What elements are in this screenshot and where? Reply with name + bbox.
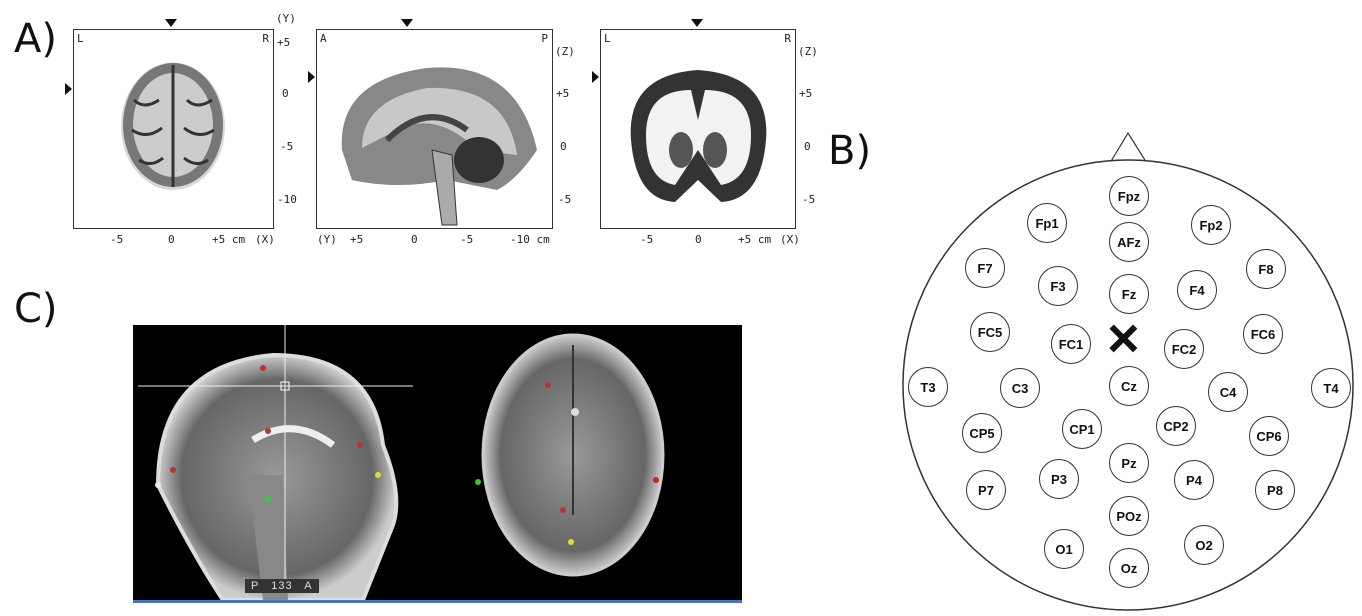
electrode-cp5: CP5 — [962, 413, 1002, 453]
electrode-pz: Pz — [1109, 443, 1149, 483]
axial-view: L R — [73, 29, 274, 229]
sagittal-brain-image — [341, 67, 537, 226]
panel-label-a: A) — [14, 16, 57, 62]
electrode-fc1: FC1 — [1051, 324, 1091, 364]
electrode-c3: C3 — [1000, 368, 1040, 408]
mri-images — [138, 325, 665, 602]
electrode-p7: P7 — [966, 470, 1006, 510]
mri-viewer: P 133 A — [133, 325, 742, 603]
tick-label: +5 — [350, 233, 364, 246]
tick-label: -5 — [802, 193, 816, 206]
tick-label: +5 — [799, 87, 813, 100]
coronal-right-label: R — [784, 32, 791, 45]
electrode-fc6: FC6 — [1243, 314, 1283, 354]
coronal-cursor-left-icon — [592, 71, 599, 83]
electrode-f8: F8 — [1246, 249, 1286, 289]
coronal-view: L R — [600, 29, 796, 229]
coronal-cursor-top-icon — [691, 19, 703, 27]
axis-label: (Z) — [555, 45, 575, 58]
slice-position-label: P 133 A — [245, 579, 319, 593]
tick-label: -10 — [277, 193, 297, 206]
axial-brain-image — [121, 62, 225, 191]
axis-label: (Y) — [276, 12, 296, 25]
tick-label: 0 — [282, 87, 289, 100]
electrode-f7: F7 — [965, 248, 1005, 288]
axial-right-label: R — [262, 32, 269, 45]
electrode-oz: Oz — [1109, 548, 1149, 588]
axial-cursor-left-icon — [65, 83, 72, 95]
electrode-o2: O2 — [1184, 525, 1224, 565]
electrode-p4: P4 — [1174, 460, 1214, 500]
tick-label: 0 — [168, 233, 175, 246]
tick-label: -5 — [558, 193, 572, 206]
tick-label: 0 — [411, 233, 418, 246]
electrode-fpz: Fpz — [1109, 176, 1149, 216]
sagittal-posterior-label: P — [541, 32, 548, 45]
electrode-c4: C4 — [1208, 372, 1248, 412]
axial-left-label: L — [77, 32, 84, 45]
electrode-o1: O1 — [1044, 529, 1084, 569]
axial-cursor-top-icon — [165, 19, 177, 27]
sagittal-cursor-top-icon — [401, 19, 413, 27]
electrode-t4: T4 — [1311, 368, 1351, 408]
panel-label-c: C) — [14, 286, 58, 332]
electrode-f3: F3 — [1038, 266, 1078, 306]
coronal-left-label: L — [604, 32, 611, 45]
electrode-fc2: FC2 — [1164, 329, 1204, 369]
electrode-t3: T3 — [908, 367, 948, 407]
tick-label: -5 — [110, 233, 124, 246]
panel-label-b: B) — [828, 128, 872, 174]
tick-label: +5 — [556, 87, 570, 100]
electrode-fp1: Fp1 — [1027, 203, 1067, 243]
tick-label: +5 cm — [212, 233, 246, 246]
coronal-brain-image — [630, 70, 767, 202]
tick-label: +5 cm — [738, 233, 772, 246]
electrode-cp1: CP1 — [1062, 409, 1102, 449]
electrode-poz: POz — [1109, 496, 1149, 536]
electrode-markers — [155, 365, 659, 545]
sagittal-cursor-left-icon — [308, 71, 315, 83]
tick-label: 0 — [560, 140, 567, 153]
tick-label: -5 — [280, 140, 294, 153]
tick-label: -10 cm — [510, 233, 550, 246]
sagittal-view: A P — [316, 29, 553, 229]
tick-label: -5 — [640, 233, 654, 246]
tick-label: -5 — [460, 233, 474, 246]
electrode-fp2: Fp2 — [1191, 205, 1231, 245]
electrode-p3: P3 — [1039, 459, 1079, 499]
electrode-cp6: CP6 — [1249, 416, 1289, 456]
tick-label: 0 — [695, 233, 702, 246]
electrode-fz: Fz — [1109, 274, 1149, 314]
electrode-cz: Cz — [1109, 366, 1149, 406]
electrode-p8: P8 — [1255, 470, 1295, 510]
reference-marker-icon: × — [1107, 306, 1140, 369]
tick-label: +5 — [277, 36, 291, 49]
tick-label: 0 — [804, 140, 811, 153]
electrode-afz: AFz — [1109, 222, 1149, 262]
sagittal-anterior-label: A — [320, 32, 327, 45]
tick-label: (X) — [780, 233, 800, 246]
electrode-fc5: FC5 — [970, 312, 1010, 352]
tick-label: (Y) — [317, 233, 337, 246]
tick-label: (X) — [255, 233, 275, 246]
electrode-f4: F4 — [1177, 270, 1217, 310]
electrode-cp2: CP2 — [1156, 406, 1196, 446]
axis-label: (Z) — [798, 45, 818, 58]
